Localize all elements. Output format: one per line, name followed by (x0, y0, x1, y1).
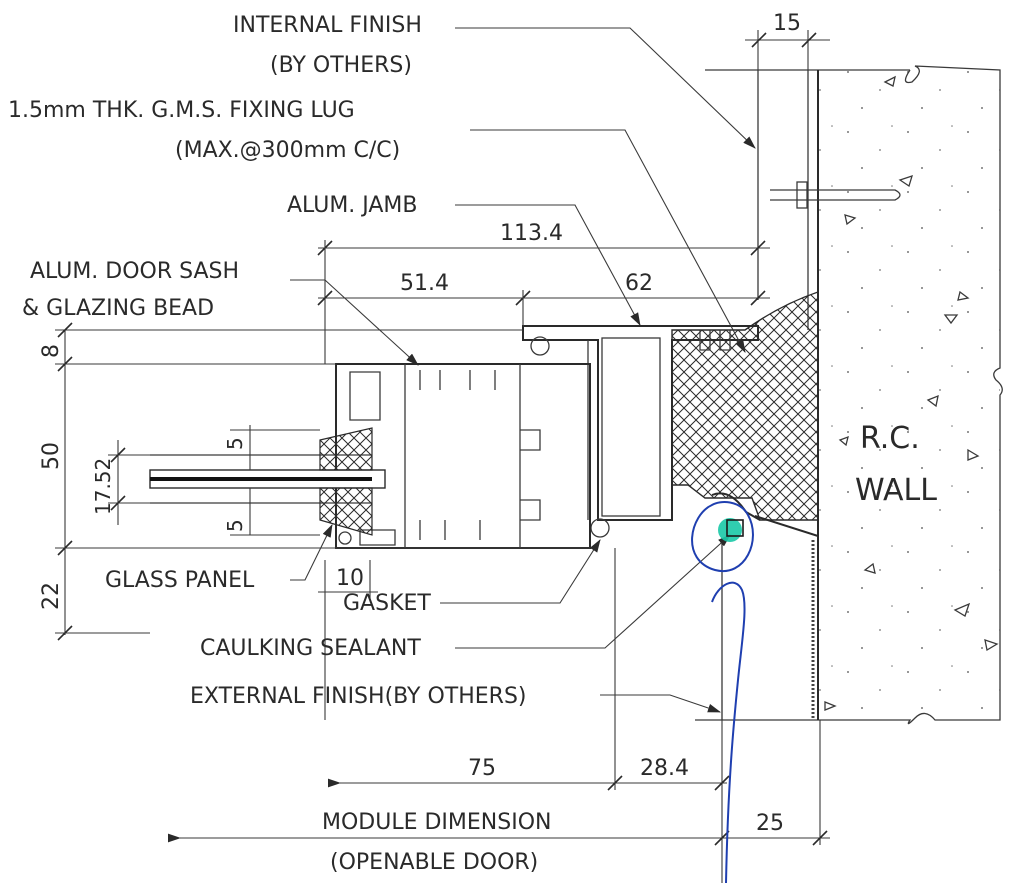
dim-51-4: 51.4 (400, 271, 449, 296)
internal-finish (757, 70, 809, 330)
fixing-lug-label-line1: 1.5mm THK. G.M.S. FIXING LUG (8, 98, 355, 123)
external-finish-label: EXTERNAL FINISH(BY OTHERS) (190, 684, 527, 709)
glass-panel-label: GLASS PANEL (105, 568, 255, 593)
dim-5-bottom: 5 (223, 519, 247, 532)
dim-75: 75 (468, 756, 496, 781)
pen-markup (691, 501, 754, 883)
door-sash-label-line2: & GLAZING BEAD (22, 296, 214, 321)
module-dimension-label-line2: (OPENABLE DOOR) (330, 850, 538, 875)
dim-8: 8 (39, 344, 64, 358)
dim-5-top: 5 (223, 437, 247, 450)
alum-jamb-label: ALUM. JAMB (287, 193, 418, 218)
gasket-label: GASKET (343, 591, 431, 616)
dim-28-4: 28.4 (640, 756, 689, 781)
internal-finish-label-line1: INTERNAL FINISH (233, 13, 422, 38)
external-finish (721, 515, 819, 720)
dim-62: 62 (625, 271, 653, 296)
glass-panel (149, 427, 386, 536)
module-dimension-label-line1: MODULE DIMENSION (322, 810, 552, 835)
dim-17-52: 17.52 (91, 458, 115, 515)
dim-15: 15 (773, 11, 801, 36)
wall-label-line1: R.C. (860, 421, 920, 456)
fixing-bolt (770, 181, 901, 209)
wall-label-line2: WALL (855, 473, 937, 508)
dim-22: 22 (39, 582, 64, 610)
aggregate-marks (824, 75, 999, 711)
door-sash-label-line1: ALUM. DOOR SASH (30, 259, 239, 284)
leader-lines (290, 27, 756, 713)
dimension-values: 15 113.4 51.4 62 8 50 17.52 5 5 22 10 75… (39, 11, 801, 836)
labels: INTERNAL FINISH (BY OTHERS) 1.5mm THK. G… (8, 13, 937, 875)
dim-10: 10 (336, 566, 364, 591)
dim-113-4: 113.4 (500, 221, 563, 246)
dimension-lines (55, 30, 830, 883)
internal-finish-label-line2: (BY OTHERS) (270, 53, 412, 78)
fixing-lug-label-line2: (MAX.@300mm C/C) (175, 138, 400, 163)
dim-25: 25 (756, 811, 784, 836)
caulking-sealant-label: CAULKING SEALANT (200, 636, 421, 661)
dim-50: 50 (39, 442, 64, 470)
